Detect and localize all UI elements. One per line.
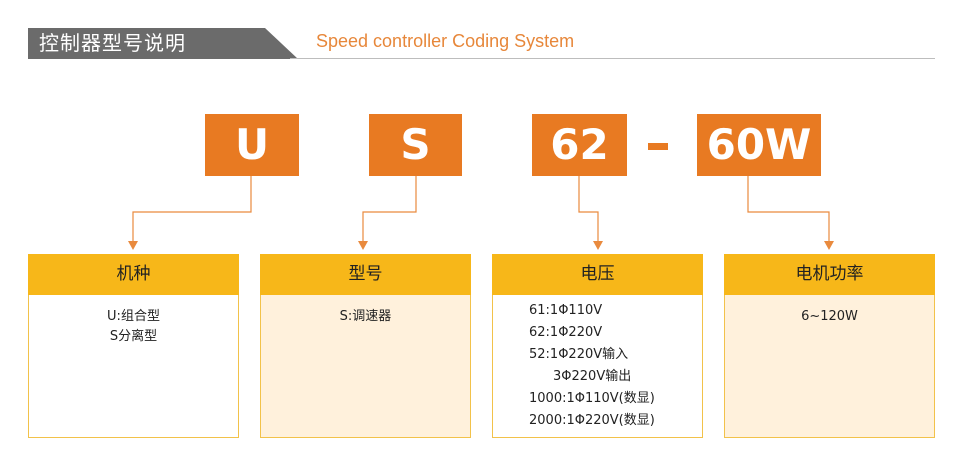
card-line: 1000:1Φ110V(数显) (529, 391, 655, 406)
card-header: 电压 (492, 254, 703, 295)
connector-s (362, 176, 417, 243)
card-line: 3Φ220V输出 (553, 369, 632, 384)
card-line: 62:1Φ220V (529, 325, 603, 340)
card-body: 61:1Φ110V 62:1Φ220V 52:1Φ220V输入 3Φ220V输出… (492, 295, 703, 438)
header-divider (290, 58, 935, 59)
card-body: U:组合型 S分离型 (28, 295, 239, 438)
card-body: S:调速器 (260, 295, 471, 438)
header-tab (28, 28, 298, 59)
card-line: 52:1Φ220V输入 (529, 347, 629, 362)
page-title: 控制器型号说明 (39, 31, 186, 55)
card-motor-power: 电机功率 6~120W (724, 254, 935, 438)
card-body: 6~120W (724, 295, 935, 438)
code-box-60w: 60W (697, 114, 821, 176)
card-model: 型号 S:调速器 (260, 254, 471, 438)
arrow-62 (593, 241, 603, 250)
card-line: 6~120W (801, 309, 858, 324)
code-box-s: S (369, 114, 462, 176)
card-line: S:调速器 (339, 309, 392, 324)
connector-62 (578, 176, 599, 243)
connector-u (132, 176, 252, 243)
code-box-62: 62 (532, 114, 627, 176)
card-header: 机种 (28, 254, 239, 295)
card-line: 2000:1Φ220V(数显) (529, 413, 655, 428)
card-header: 电机功率 (724, 254, 935, 295)
arrow-u (128, 241, 138, 250)
code-dash (648, 143, 668, 150)
card-header: 型号 (260, 254, 471, 295)
code-box-u: U (205, 114, 299, 176)
arrow-s (358, 241, 368, 250)
card-machine-type: 机种 U:组合型 S分离型 (28, 254, 239, 438)
card-line: S分离型 (109, 329, 158, 344)
card-line: U:组合型 (107, 309, 160, 324)
connector-60w (747, 176, 830, 243)
page-subtitle: Speed controller Coding System (316, 31, 575, 51)
arrow-60w (824, 241, 834, 250)
card-voltage: 电压 61:1Φ110V 62:1Φ220V 52:1Φ220V输入 3Φ220… (492, 254, 703, 438)
card-line: 61:1Φ110V (529, 303, 603, 318)
